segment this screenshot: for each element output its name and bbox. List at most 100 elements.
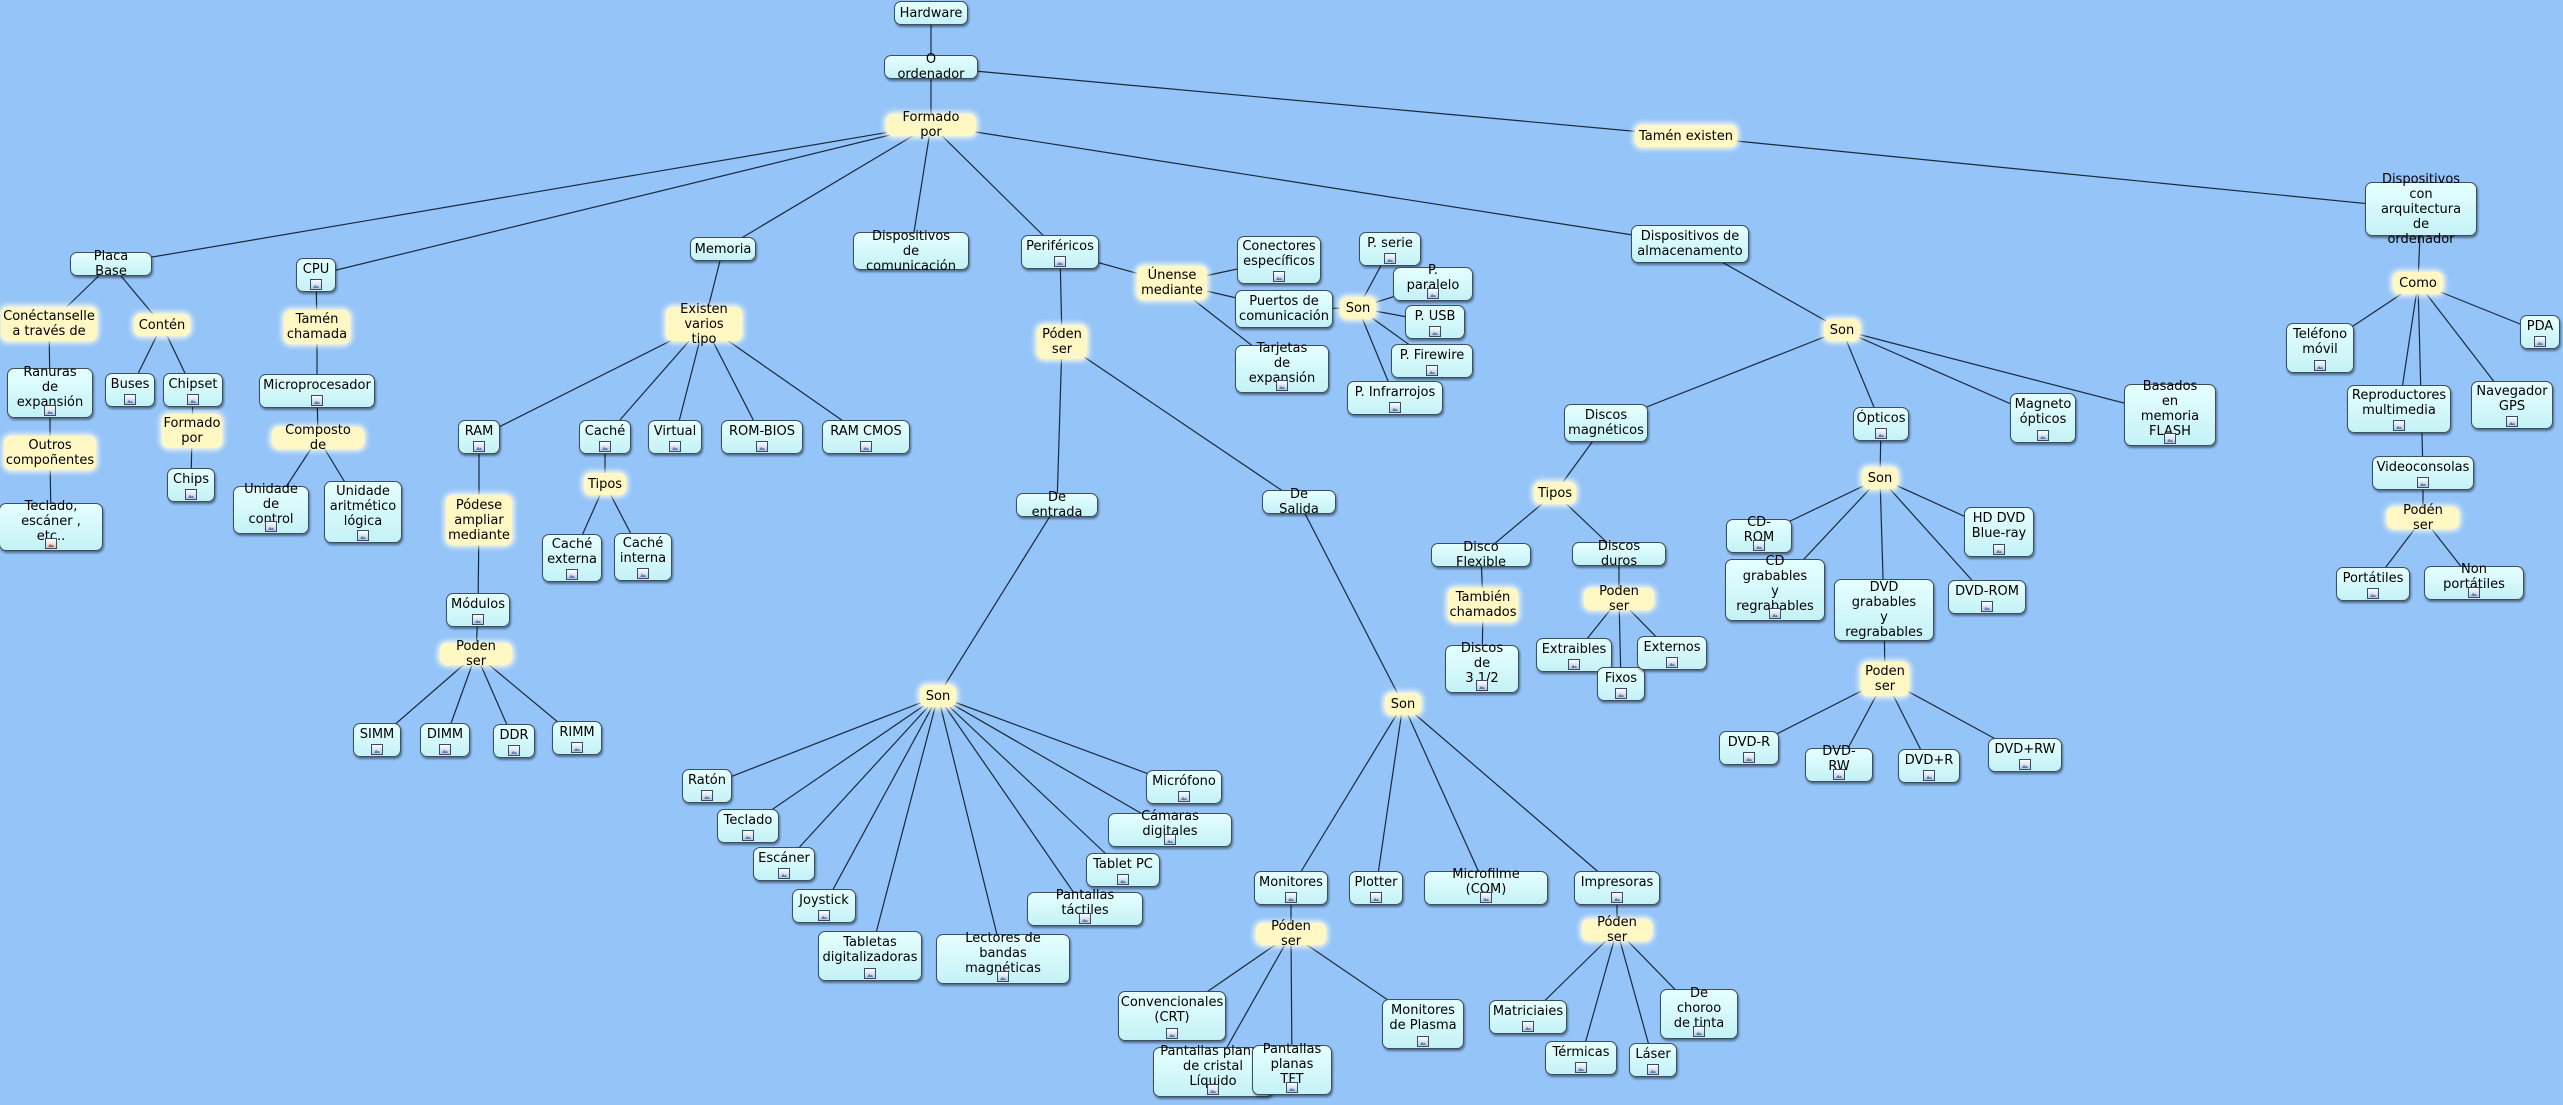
image-resource-icon[interactable] xyxy=(756,441,768,452)
concept-node-disco-flexible[interactable]: Disco Flexible xyxy=(1431,540,1531,570)
image-resource-icon[interactable] xyxy=(439,744,451,755)
image-resource-icon[interactable] xyxy=(701,790,713,801)
image-resource-icon[interactable] xyxy=(1693,1026,1705,1037)
image-resource-icon[interactable] xyxy=(1117,874,1129,885)
concept-node-videoconsolas[interactable]: Videoconsolas xyxy=(2372,456,2474,490)
concept-node-pda[interactable]: PDA xyxy=(2520,315,2560,349)
image-resource-icon[interactable] xyxy=(310,279,322,290)
image-resource-icon[interactable] xyxy=(2417,477,2429,488)
image-resource-icon[interactable] xyxy=(1480,892,1492,903)
concept-node-microprocesador[interactable]: Microprocesador xyxy=(259,374,375,408)
image-resource-icon[interactable] xyxy=(2164,433,2176,444)
image-resource-icon[interactable] xyxy=(265,521,277,532)
concept-node-cdrom[interactable]: CD-ROM xyxy=(1726,515,1792,553)
concept-node-pantallas-tactiles[interactable]: Pantallas táctiles xyxy=(1027,888,1143,926)
concept-node-non-portatiles[interactable]: Non portátiles xyxy=(2424,562,2524,600)
image-resource-icon[interactable] xyxy=(864,968,876,979)
concept-node-rombios[interactable]: ROM-BIOS xyxy=(721,420,803,454)
image-resource-icon[interactable] xyxy=(1427,288,1439,299)
image-resource-icon[interactable] xyxy=(599,441,611,452)
image-resource-icon[interactable] xyxy=(1054,256,1066,267)
concept-node-tarjetas[interactable]: Tarjetas de expansión xyxy=(1235,341,1329,393)
image-resource-icon[interactable] xyxy=(1575,1062,1587,1073)
concept-node-hddvd[interactable]: HD DVD Blue-ray xyxy=(1964,507,2034,557)
concept-node-buses[interactable]: Buses xyxy=(105,373,155,407)
concept-node-flash[interactable]: Basados en memoria FLASH xyxy=(2124,379,2216,446)
image-resource-icon[interactable] xyxy=(1285,892,1297,903)
concept-node-teclado[interactable]: Teclado xyxy=(717,809,779,843)
concept-node-lectores[interactable]: Lectores de bandas magnéticas xyxy=(936,931,1070,984)
image-resource-icon[interactable] xyxy=(1833,769,1845,780)
concept-node-microfono[interactable]: Micrófono xyxy=(1146,770,1222,804)
concept-node-p-infrarrojos[interactable]: P. Infrarrojos xyxy=(1347,381,1443,415)
image-resource-icon[interactable] xyxy=(860,441,872,452)
concept-node-teclado-escaner[interactable]: Teclado, escáner , etc.. xyxy=(0,499,103,551)
image-resource-icon[interactable] xyxy=(371,744,383,755)
concept-node-disp-arquitectura[interactable]: Dispositivos con arquitectura de ordenad… xyxy=(2365,172,2477,247)
concept-node-chorro[interactable]: De choroo de tinta xyxy=(1660,986,1738,1039)
concept-node-cache[interactable]: Caché xyxy=(579,420,631,454)
concept-node-p-serie[interactable]: P. serie xyxy=(1359,232,1421,266)
image-resource-icon[interactable] xyxy=(124,394,136,405)
image-resource-icon[interactable] xyxy=(1522,1021,1534,1032)
image-resource-icon[interactable] xyxy=(311,395,323,406)
image-resource-icon[interactable] xyxy=(1611,892,1623,903)
concept-node-ramcmos[interactable]: RAM CMOS xyxy=(822,420,910,454)
concept-node-ranuras[interactable]: Ranuras de expansión xyxy=(7,365,93,418)
concept-node-magneto[interactable]: Magneto ópticos xyxy=(2010,393,2076,443)
concept-node-dimm[interactable]: DIMM xyxy=(420,723,470,757)
concept-node-crt[interactable]: Convencionales (CRT) xyxy=(1118,991,1226,1041)
document-resource-icon[interactable] xyxy=(45,538,57,549)
image-resource-icon[interactable] xyxy=(2037,430,2049,441)
concept-node-fixos[interactable]: Fixos xyxy=(1597,667,1645,701)
image-resource-icon[interactable] xyxy=(1079,913,1091,924)
concept-node-dvd-r[interactable]: DVD-R xyxy=(1719,731,1779,765)
concept-node-chips[interactable]: Chips xyxy=(167,468,215,502)
concept-node-escaner[interactable]: Escáner xyxy=(753,847,815,881)
concept-node-dvdrom[interactable]: DVD-ROM xyxy=(1948,580,2026,614)
concept-node-cache-externa[interactable]: Caché externa xyxy=(542,534,602,582)
concept-node-virtual[interactable]: Virtual xyxy=(648,420,702,454)
image-resource-icon[interactable] xyxy=(778,868,790,879)
image-resource-icon[interactable] xyxy=(472,614,484,625)
concept-node-monitores[interactable]: Monitores xyxy=(1254,871,1328,905)
image-resource-icon[interactable] xyxy=(1769,608,1781,619)
concept-node-rimm[interactable]: RIMM xyxy=(552,721,602,755)
image-resource-icon[interactable] xyxy=(997,971,1009,982)
image-resource-icon[interactable] xyxy=(2314,360,2326,371)
image-resource-icon[interactable] xyxy=(1993,544,2005,555)
concept-node-ddr[interactable]: DDR xyxy=(493,724,535,758)
image-resource-icon[interactable] xyxy=(2393,420,2405,431)
image-resource-icon[interactable] xyxy=(187,394,199,405)
image-resource-icon[interactable] xyxy=(2468,587,2480,598)
concept-node-dvd-plus-r[interactable]: DVD+R xyxy=(1898,749,1960,783)
concept-node-unidade-control[interactable]: Unidade de control xyxy=(233,482,309,534)
image-resource-icon[interactable] xyxy=(1164,834,1176,845)
concept-node-de-entrada[interactable]: De entrada xyxy=(1016,490,1098,520)
image-resource-icon[interactable] xyxy=(742,830,754,841)
concept-node-unidade-alu[interactable]: Unidade aritmético lógica xyxy=(324,481,402,543)
concept-node-ram[interactable]: RAM xyxy=(458,420,500,454)
concept-node-p-usb[interactable]: P. USB xyxy=(1405,305,1465,339)
concept-node-cache-interna[interactable]: Caché interna xyxy=(614,533,672,581)
concept-node-dvd-grab[interactable]: DVD grabables y regrabables xyxy=(1834,579,1934,641)
image-resource-icon[interactable] xyxy=(1666,657,1678,668)
concept-node-externos[interactable]: Externos xyxy=(1637,636,1707,670)
concept-node-dvd-rw[interactable]: DVD-RW xyxy=(1805,744,1873,782)
image-resource-icon[interactable] xyxy=(1273,271,1285,282)
concept-node-puertos[interactable]: Puertos de comunicación xyxy=(1235,290,1333,328)
concept-node-raton[interactable]: Ratón xyxy=(682,769,732,803)
concept-node-portatiles[interactable]: Portátiles xyxy=(2336,567,2410,601)
concept-node-ordenador[interactable]: O ordenador xyxy=(884,52,978,82)
concept-node-perifericos[interactable]: Periféricos xyxy=(1021,235,1099,269)
image-resource-icon[interactable] xyxy=(1370,892,1382,903)
concept-node-de-salida[interactable]: De Salida xyxy=(1262,487,1336,517)
concept-node-hardware[interactable]: Hardware xyxy=(894,1,968,25)
image-resource-icon[interactable] xyxy=(637,568,649,579)
image-resource-icon[interactable] xyxy=(508,745,520,756)
image-resource-icon[interactable] xyxy=(1568,659,1580,670)
image-resource-icon[interactable] xyxy=(1426,365,1438,376)
concept-node-tft[interactable]: Pantallas planas TFT xyxy=(1252,1042,1332,1095)
image-resource-icon[interactable] xyxy=(1178,791,1190,802)
concept-node-cd-grab[interactable]: CD grabables y regrabables xyxy=(1725,554,1825,621)
